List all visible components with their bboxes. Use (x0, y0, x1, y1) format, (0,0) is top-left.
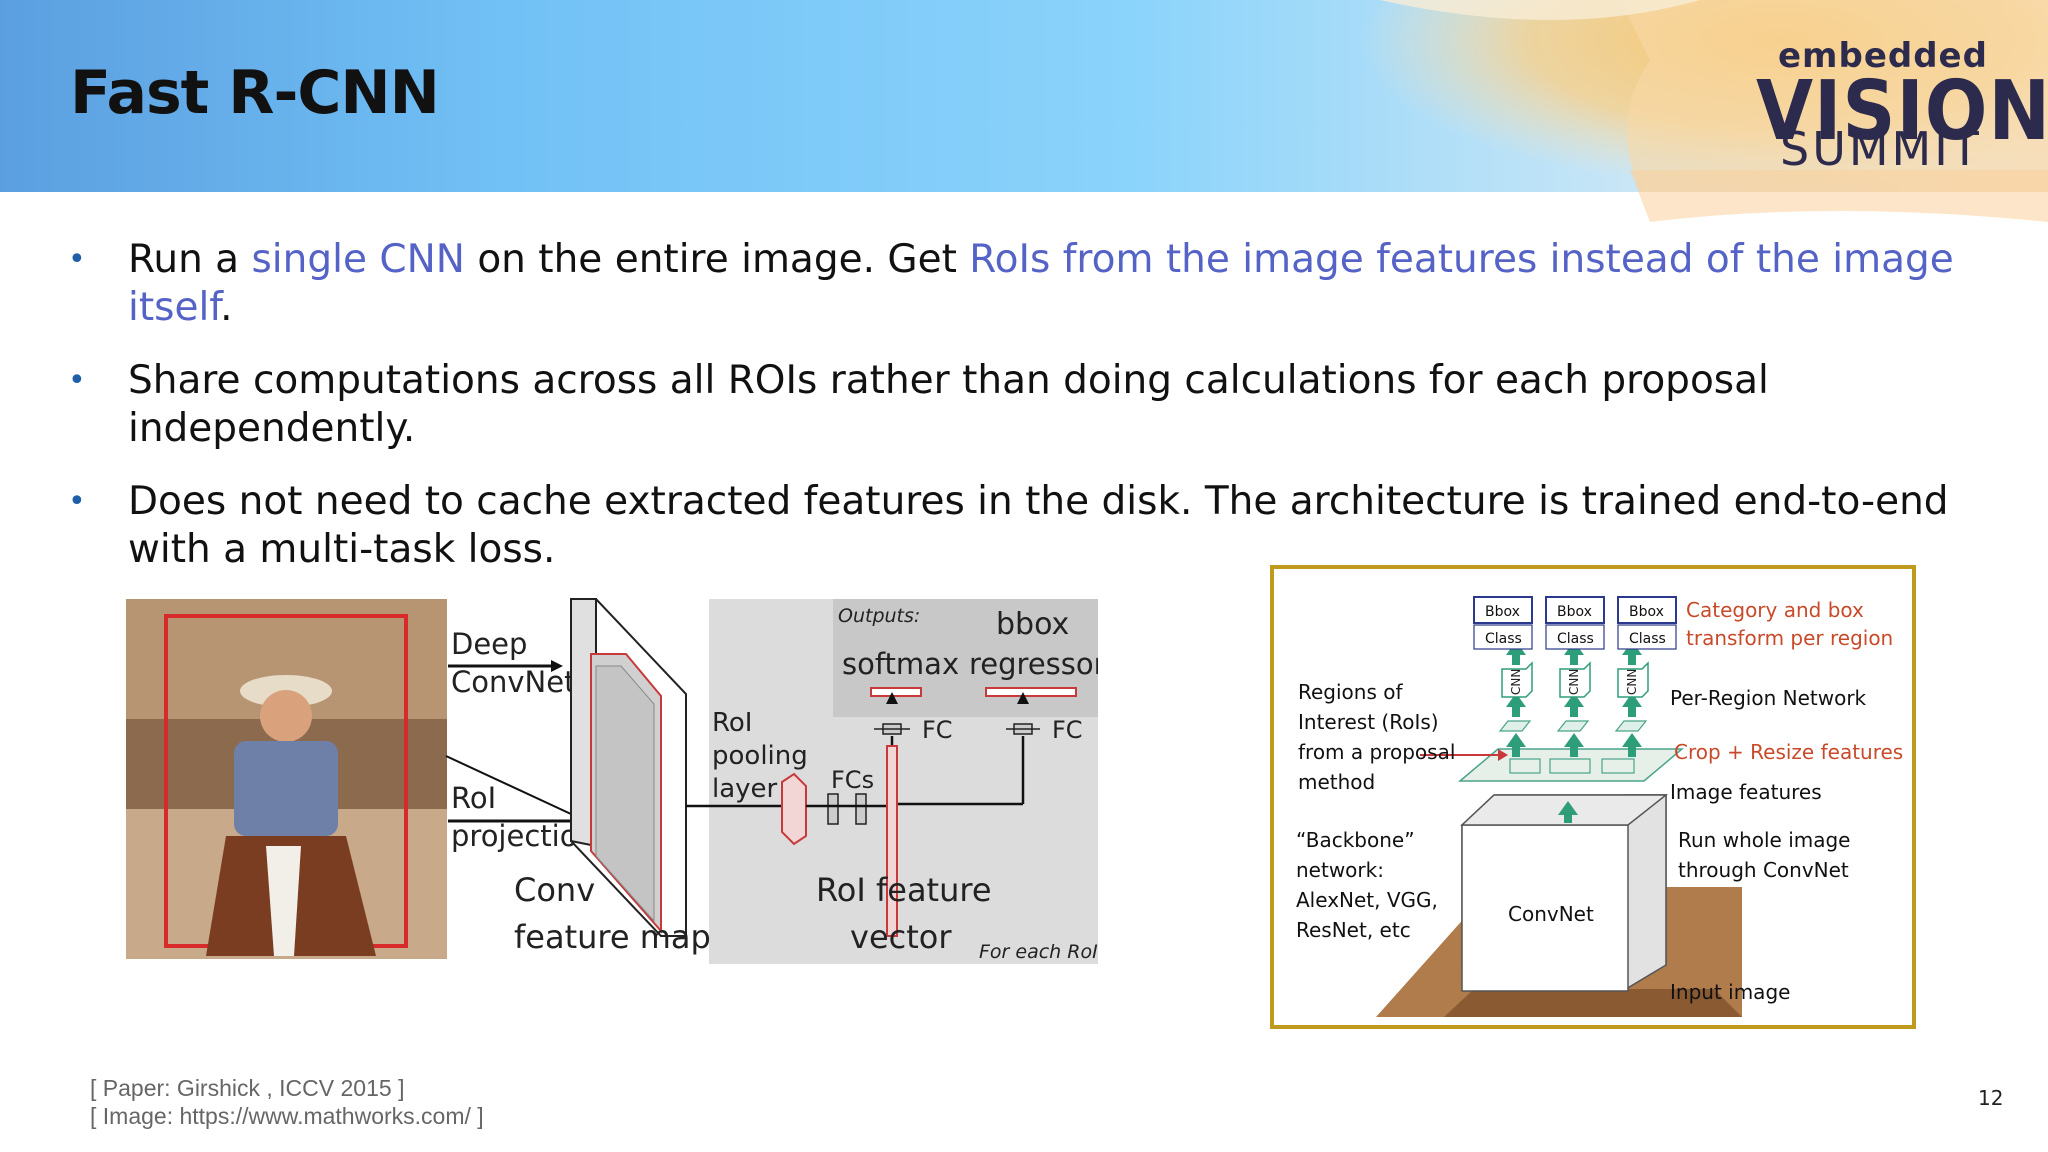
header-background (0, 0, 2048, 192)
bullet-dot-icon: • (68, 242, 86, 277)
bbox-label: Bbox (1557, 604, 1592, 620)
cowboy-photo (126, 599, 447, 959)
cnn-label: CNN (1509, 669, 1523, 695)
label-run-whole-1: Run whole image (1678, 828, 1851, 852)
label-vector: vector (850, 918, 952, 956)
bullet-text: Does not need to cache extracted feature… (128, 479, 1949, 572)
class-label: Class (1557, 631, 1594, 647)
label-regions-3: from a proposal (1298, 740, 1455, 764)
label-per-region: Per-Region Network (1670, 686, 1867, 710)
class-label: Class (1485, 631, 1522, 647)
label-backbone-4: ResNet, etc (1296, 918, 1411, 942)
label-fcs: FCs (831, 766, 874, 794)
reference-paper: [ Paper: Girshick , ICCV 2015 ] (90, 1075, 405, 1101)
bullet-item: • Does not need to cache extracted featu… (68, 478, 1968, 574)
label-fc-right: FC (1052, 716, 1083, 744)
bullet-text: Run a single CNN on the entire image. Ge… (128, 237, 1954, 330)
label-backbone-1: “Backbone” (1296, 828, 1415, 852)
conv-feature-map (570, 598, 687, 937)
label-regions-1: Regions of (1298, 680, 1403, 704)
label-bbox: bbox (996, 607, 1069, 642)
label-input-image: Input image (1670, 980, 1790, 1004)
label-outputs: Outputs: (838, 605, 920, 627)
header-band: Fast R-CNN embedded VISION SUMMIT (0, 0, 2048, 192)
cnn-label: CNN (1567, 669, 1581, 695)
bullet-text: Share computations across all ROIs rathe… (128, 358, 1769, 451)
per-region-diagram: CNN CNN CNN Bbox Class Bbox Class Bbox C… (1296, 596, 1903, 1017)
references: [ Paper: Girshick , ICCV 2015 ] [ Image:… (90, 1074, 484, 1130)
label-roi-pooling-3: layer (712, 774, 778, 804)
slide-title: Fast R-CNN (70, 58, 440, 128)
label-regions-2: Interest (RoIs) (1298, 710, 1439, 734)
logo-summit-text: SUMMIT (1780, 122, 1982, 176)
bbox-label: Bbox (1485, 604, 1520, 620)
bbox-label: Bbox (1629, 604, 1664, 620)
per-region-cnn-blocks: CNN CNN CNN (1501, 661, 1649, 698)
class-label: Class (1629, 631, 1666, 647)
label-roi-pooling-1: RoI (712, 708, 752, 738)
reference-image: [ Image: https://www.mathworks.com/ ] (90, 1103, 484, 1129)
label-category-2: transform per region (1686, 626, 1893, 650)
bullet-item: • Run a single CNN on the entire image. … (68, 236, 1968, 332)
label-image-features: Image features (1670, 780, 1822, 804)
bullet-dot-icon: • (68, 484, 86, 519)
label-regressor: regressor (969, 647, 1098, 681)
label-fc-left: FC (922, 716, 953, 744)
page-number: 12 (1978, 1086, 2004, 1110)
label-softmax: softmax (842, 647, 959, 681)
label-deep: Deep (451, 627, 527, 661)
label-convnet-block: ConvNet (1508, 902, 1594, 926)
header-orange-swoosh (1630, 170, 2048, 222)
fast-rcnn-architecture-figure: Deep ConvNet RoI projection Conv feature… (126, 598, 1098, 964)
label-run-whole-2: through ConvNet (1678, 858, 1849, 882)
label-roi: RoI (451, 781, 496, 815)
per-region-network-figure: CNN CNN CNN Bbox Class Bbox Class Bbox C… (1270, 565, 1916, 1029)
label-roi-pooling-2: pooling (712, 741, 808, 771)
convnet-block (1460, 794, 1669, 992)
outputs-panel (833, 599, 1098, 717)
bullet-item: • Share computations across all ROIs rat… (68, 357, 1968, 453)
logo-vision-text: VISION (1756, 64, 2048, 159)
label-convnet: ConvNet (451, 665, 575, 699)
label-regions-4: method (1298, 770, 1375, 794)
label-category-1: Category and box (1686, 598, 1864, 622)
label-roi-feature: RoI feature (816, 871, 992, 909)
label-backbone-3: AlexNet, VGG, (1296, 888, 1438, 912)
label-conv: Conv (514, 871, 595, 909)
bullet-dot-icon: • (68, 363, 86, 398)
label-for-each-roi: For each RoI (979, 941, 1098, 963)
label-feature-map: feature map (514, 918, 711, 956)
label-backbone-2: network: (1296, 858, 1384, 882)
logo-embedded-text: embedded (1778, 36, 1988, 76)
bullet-list: • Run a single CNN on the entire image. … (68, 236, 1968, 599)
label-crop-resize: Crop + Resize features (1674, 740, 1903, 764)
cnn-label: CNN (1625, 669, 1639, 695)
bbox-class-outputs: Bbox Class Bbox Class Bbox Class (1473, 596, 1677, 650)
